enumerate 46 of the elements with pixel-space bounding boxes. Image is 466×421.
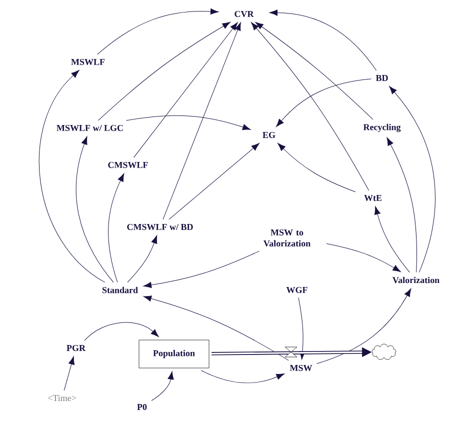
variable-label: WtE: [364, 194, 382, 202]
arrow: [168, 142, 260, 220]
arrow: [326, 243, 401, 272]
variable-label: MSW: [290, 364, 312, 372]
arrow: [97, 8, 219, 55]
arrow: [143, 296, 289, 361]
variable-label: P0: [137, 404, 147, 410]
variable-label: BD: [376, 75, 388, 81]
arrow: [269, 10, 377, 71]
arrow: [298, 297, 306, 360]
arrow: [386, 137, 417, 273]
arrow: [38, 70, 106, 283]
variable-label: CMSWLF: [108, 162, 148, 168]
arrow: [126, 115, 251, 130]
variable-label: CMSWLF w/ BD: [127, 224, 193, 230]
variable-label: EG: [262, 132, 276, 138]
cloud-symbol: [372, 344, 396, 360]
variable-label: MSWLF: [71, 58, 105, 66]
variable-label: Recycling: [363, 124, 401, 132]
variable-label: MSWLF w/ LGC: [56, 124, 123, 132]
arrow: [316, 288, 412, 364]
arrow: [64, 356, 74, 391]
arrow: [200, 370, 285, 384]
arrow: [98, 22, 231, 121]
variable-label: <Time>: [48, 394, 76, 402]
variable-label: Valorization: [392, 276, 440, 284]
arrow: [143, 250, 260, 288]
arrow: [251, 22, 370, 191]
arrow: [276, 78, 372, 127]
arrow: [255, 22, 374, 120]
variable-label: WGF: [286, 286, 308, 294]
variable-label: Standard: [102, 286, 138, 294]
arrow: [389, 86, 436, 273]
variable-label: PGR: [66, 344, 86, 352]
arrow: [127, 235, 158, 283]
arrow: [162, 22, 241, 220]
arrow: [374, 206, 410, 273]
stock-box: Population: [138, 340, 210, 368]
variable-label: MSW to Valorization: [264, 229, 310, 247]
arrow: [151, 371, 174, 401]
variable-label: CVR: [234, 10, 254, 18]
arrow: [84, 322, 159, 341]
arrow: [108, 173, 124, 283]
arrow: [278, 143, 356, 192]
arrow: [76, 136, 114, 283]
arrow: [134, 22, 238, 158]
